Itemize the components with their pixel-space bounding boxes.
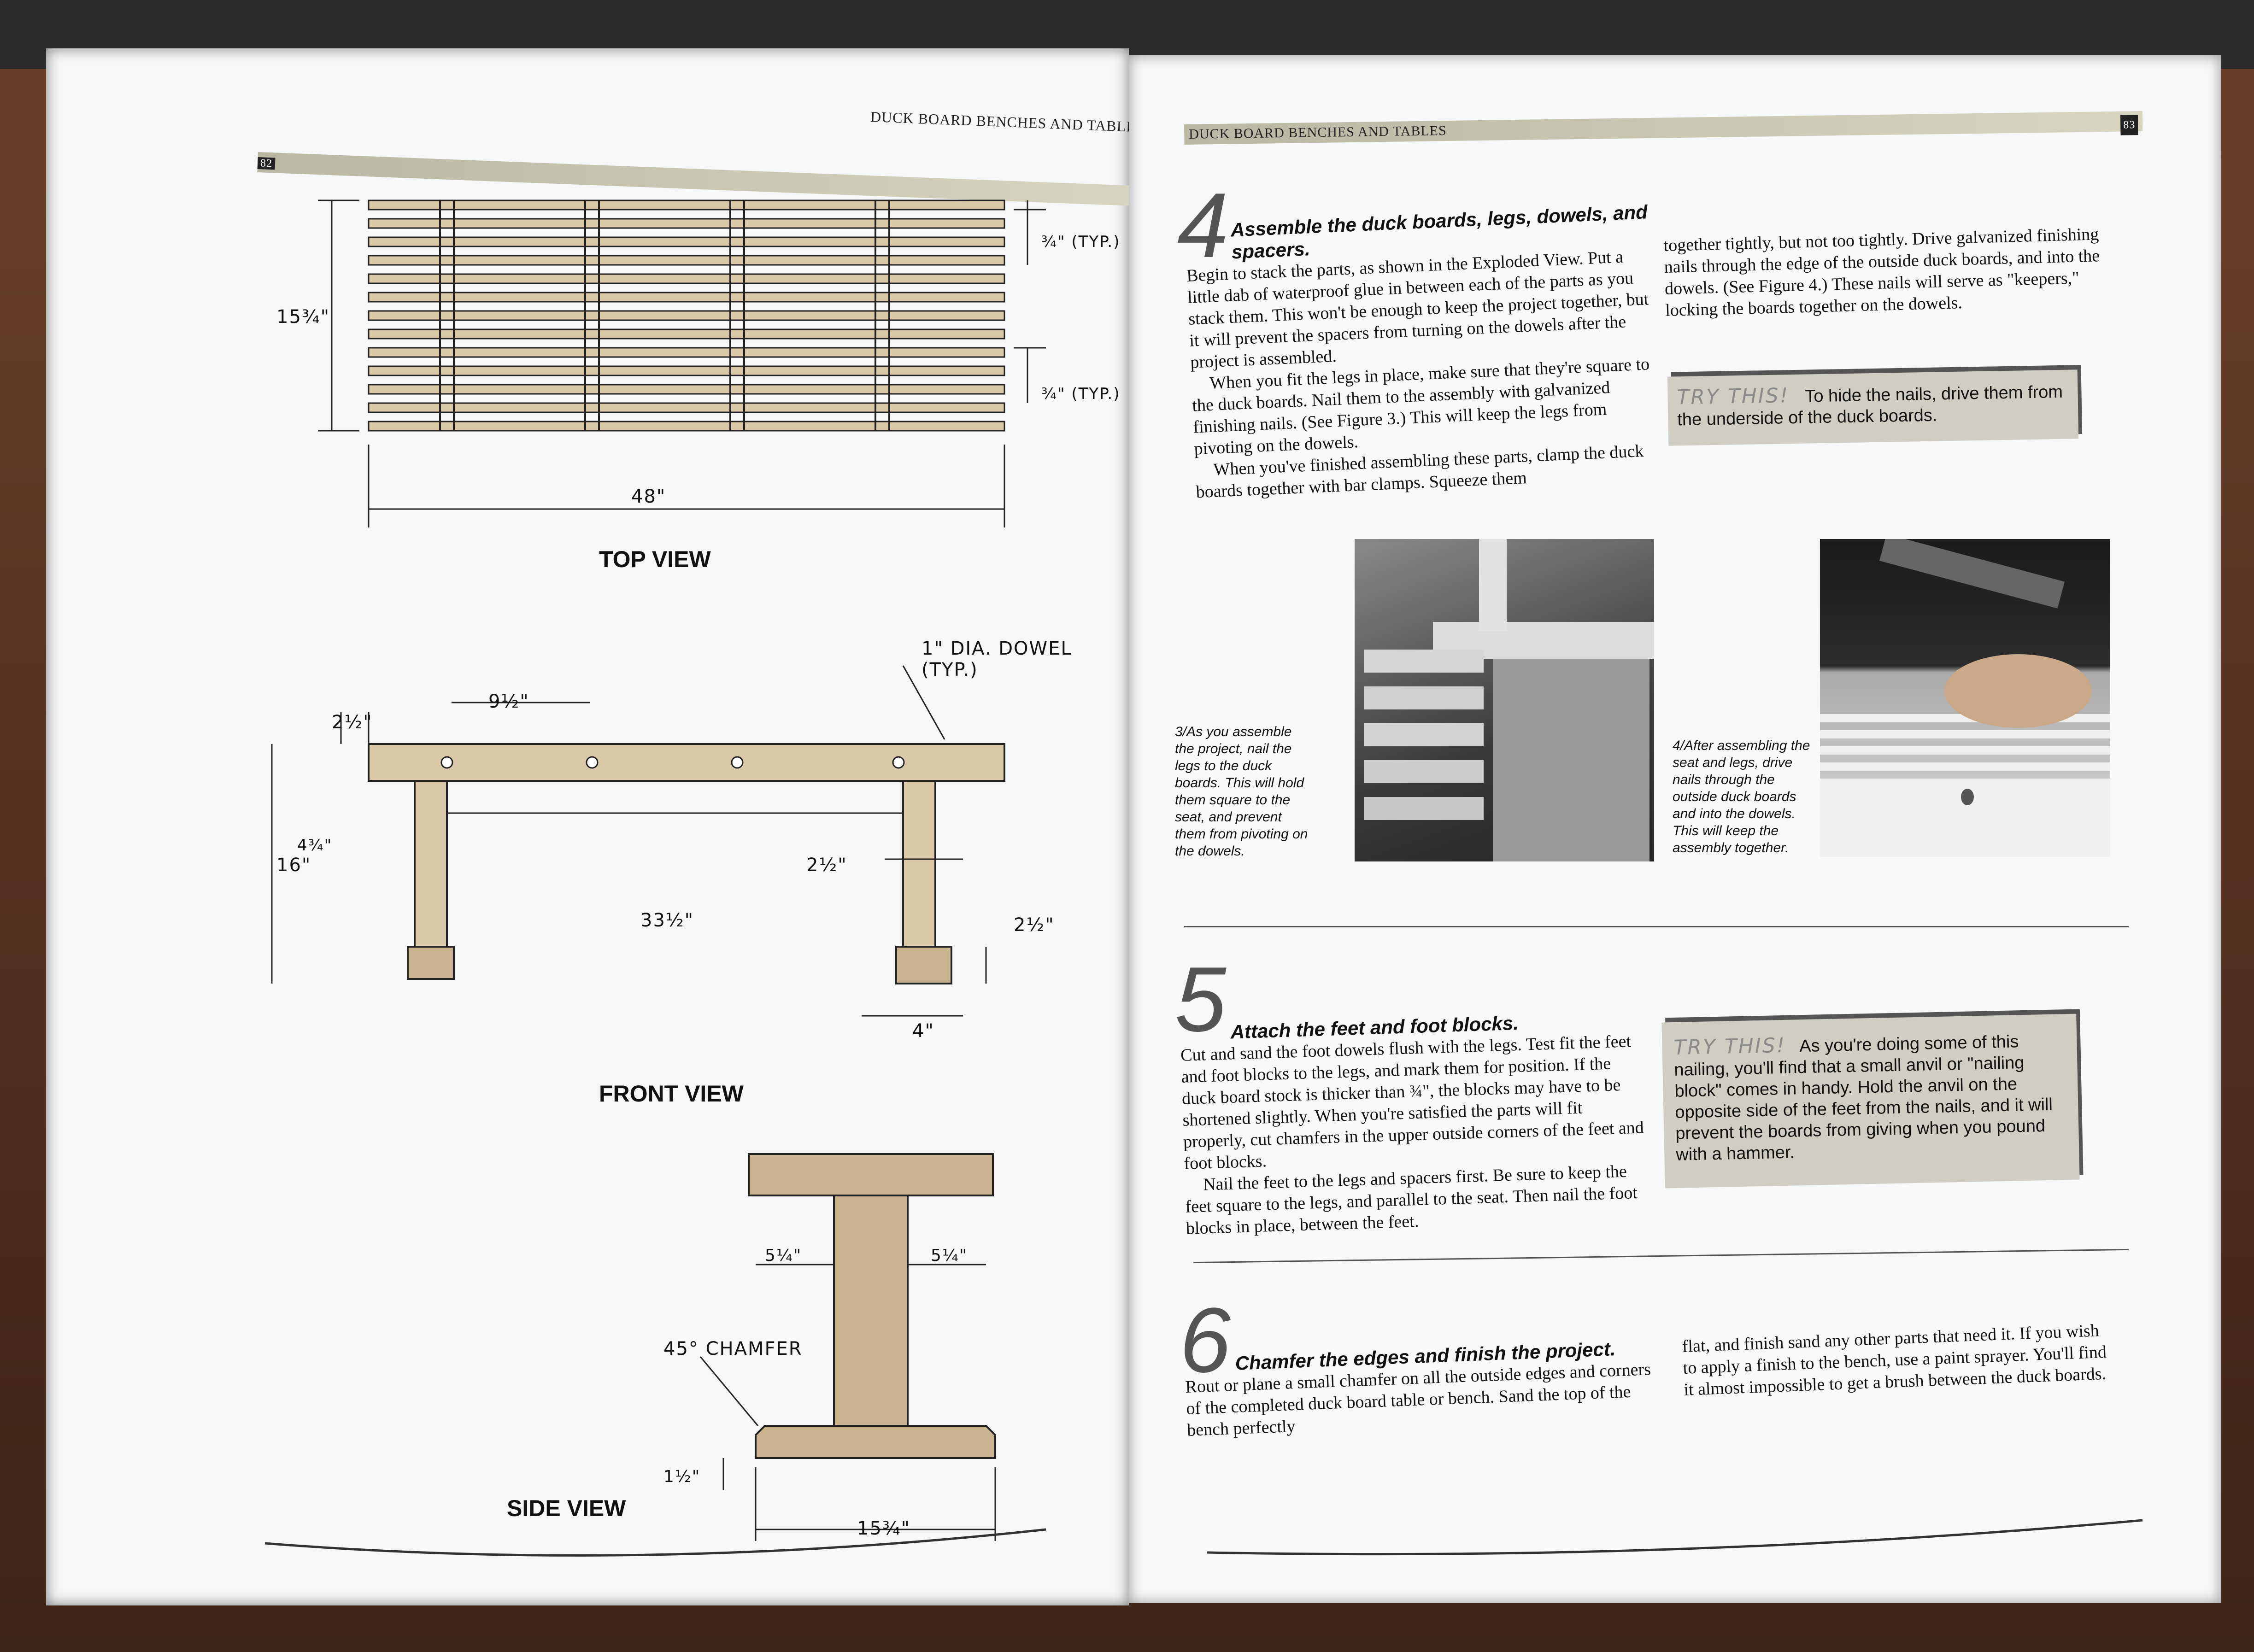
try2-label: TRY THIS! <box>1673 1033 1786 1060</box>
left-bottom-curve <box>264 1528 1046 1557</box>
side-dim-foot-length: 15¾" <box>857 1518 911 1539</box>
step5-para1: Cut and sand the foot dowels flush with … <box>1180 1031 1644 1173</box>
front-dim-spacing: 9½" <box>488 691 529 712</box>
try-this-box-1: TRY THIS! To hide the nails, drive them … <box>1667 369 2079 446</box>
figure3-illustration <box>1364 539 1654 861</box>
figure3-caption: 3/As you assemble the project, nail the … <box>1175 724 1308 859</box>
try-this-box-2: TRY THIS! As you're doing some of this n… <box>1661 1013 2080 1189</box>
top-view-label: TOP VIEW <box>599 546 711 572</box>
top-dim-width: 48" <box>631 486 666 507</box>
figure4-caption: 4/After assembling the seat and legs, dr… <box>1673 738 1810 855</box>
top-view-drawing <box>318 199 1046 527</box>
divider-1 <box>1184 926 2129 927</box>
figure3-photo <box>1355 539 1654 861</box>
right-page: DUCK BOARD BENCHES AND TABLES 83 4 Assem… <box>1129 55 2221 1603</box>
right-page-number: 83 <box>2120 115 2138 135</box>
side-view-label: SIDE VIEW <box>507 1495 626 1521</box>
top-dim-board: ¾" (TYP.) <box>1041 233 1121 251</box>
right-header-title: DUCK BOARD BENCHES AND TABLES <box>1189 123 1447 142</box>
right-running-header: DUCK BOARD BENCHES AND TABLES 83 <box>1184 111 2143 145</box>
step4-para1: Begin to stack the parts, as shown in th… <box>1186 247 1649 372</box>
front-dowel-note: 1" DIA. DOWEL (TYP.) <box>922 638 1072 680</box>
step4-text-block: Assemble the duck boards, legs, dowels, … <box>1184 201 1661 503</box>
figure4-illustration <box>1820 539 2110 857</box>
step6-number: 6 <box>1180 1289 1231 1392</box>
front-dim-between-legs: 33½" <box>640 910 694 931</box>
try1-label: TRY THIS! <box>1677 384 1790 410</box>
front-dim-foot-width: 4" <box>912 1020 934 1042</box>
try2-content: TRY THIS! As you're doing some of this n… <box>1673 1028 2068 1166</box>
front-dim-foot-height: 2½" <box>1014 914 1055 936</box>
step6-text-block: Chamfer the edges and finish the project… <box>1184 1336 1657 1441</box>
step5-text-block: Attach the feet and foot blocks. Cut and… <box>1180 1008 1647 1240</box>
front-view-drawing <box>271 665 1005 1017</box>
step6-para2: flat, and finish sand any other parts th… <box>1682 1321 2107 1400</box>
step4-number: 4 <box>1177 174 1229 277</box>
front-dim-end: 2½" <box>332 712 373 733</box>
side-dim-foot-thick: 1½" <box>663 1467 701 1486</box>
try1-content: TRY THIS! To hide the nails, drive them … <box>1677 379 2074 430</box>
step5-para2: Nail the feet to the legs and spacers fi… <box>1185 1161 1638 1238</box>
top-dim-depth: 15¾" <box>276 306 330 328</box>
right-bottom-curve <box>1207 1519 2143 1556</box>
front-dim-height: 16" <box>276 855 311 876</box>
front-dim-leg-inset: 4¾" <box>297 836 333 855</box>
side-chamfer-note: 45° CHAMFER <box>663 1338 803 1359</box>
left-page: 82 DUCK BOARD BENCHES AND TABLES <box>46 48 1170 1605</box>
front-view-label: FRONT VIEW <box>599 1081 744 1107</box>
step5-number: 5 <box>1175 948 1227 1051</box>
bench-drawings <box>264 199 1046 1557</box>
figure4-photo <box>1820 539 2110 857</box>
divider-2 <box>1193 1248 2129 1264</box>
side-dim-left: 5¼" <box>765 1246 802 1265</box>
side-dim-right: 5¼" <box>931 1246 968 1265</box>
top-dim-gap: ¾" (TYP.) <box>1041 385 1121 403</box>
step4-para4: together tightly, but not too tightly. D… <box>1663 224 2100 320</box>
side-view-drawing <box>699 1153 996 1541</box>
front-dim-leg-width: 2½" <box>806 855 847 876</box>
